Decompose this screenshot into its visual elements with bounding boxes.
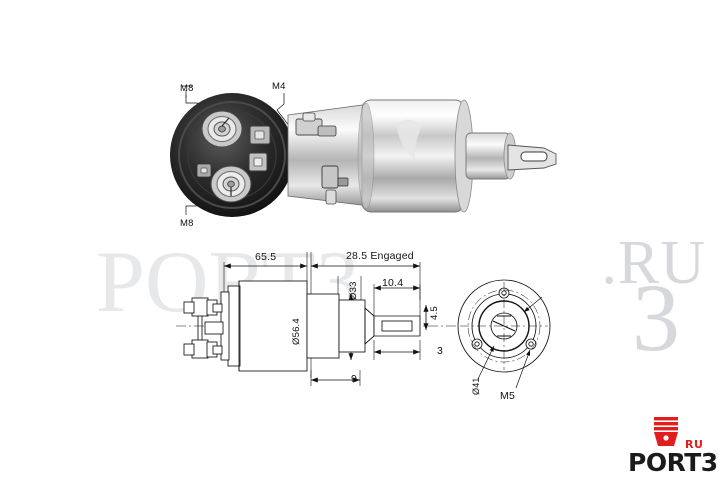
label-len-engaged: 28.5 Engaged [346, 250, 414, 262]
port3-logo[interactable]: RU PORT3 [628, 414, 718, 484]
plunger-housing [306, 293, 340, 359]
logo-wordmark: PORT3 [628, 448, 718, 477]
plunger-assembly-photo [465, 132, 557, 180]
watermark-three: 3 [632, 264, 680, 371]
plunger-fork [364, 307, 421, 345]
terminal-m4-group [196, 125, 271, 178]
dimensioned-drawing [176, 252, 551, 389]
label-m8-top: M8 [180, 83, 194, 94]
terminal-m8-lower [210, 165, 252, 203]
end-cap-inner-ring [178, 101, 286, 209]
label-bolt-circle: Ø41 [471, 377, 481, 395]
label-fork-height: 4.5 [429, 306, 440, 320]
logo-tld: RU [685, 438, 704, 451]
product-photo [170, 85, 557, 217]
side-view-terminals [183, 297, 224, 359]
flange-front-view [457, 279, 551, 389]
piston-icon [654, 417, 678, 446]
label-dia-body: Ø56.4 [291, 318, 302, 345]
label-m8-bottom: M8 [180, 218, 194, 229]
photo-hardware [295, 112, 349, 205]
label-len-body: 65.5 [255, 251, 277, 263]
label-dia-plunger: Ø33 [348, 281, 359, 300]
label-m4-top: M4 [272, 81, 286, 92]
terminal-m8-upper [201, 110, 243, 148]
label-flange-offset: 9 [351, 373, 358, 385]
plunger-collar [338, 299, 366, 353]
label-fork-length: 10.4 [382, 277, 404, 289]
label-mount-thread: M5 [500, 390, 515, 402]
watermark-ru: .RU [601, 229, 706, 297]
label-fork-thickness: 3 [437, 345, 444, 357]
